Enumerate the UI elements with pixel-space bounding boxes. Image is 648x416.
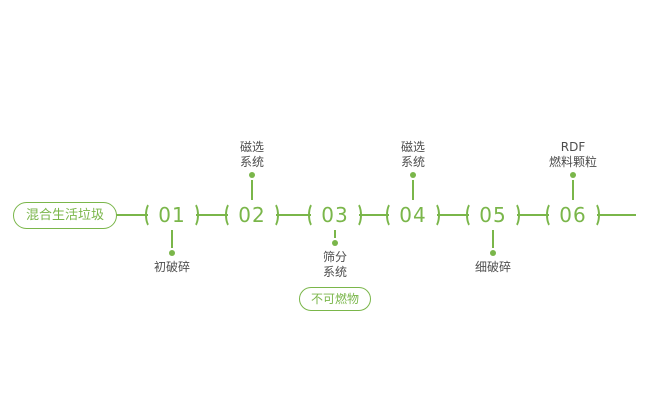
node-arc-left-icon xyxy=(225,202,237,228)
timeline-node-05: 05 细破碎 xyxy=(466,200,520,274)
node-arc-right-icon xyxy=(187,202,199,228)
node-arc-right-icon xyxy=(267,202,279,228)
node-label: 初破碎 xyxy=(154,260,190,275)
node-arc-left-icon xyxy=(546,202,558,228)
node-label-line: 磁选 xyxy=(400,140,426,154)
connector-dot-icon xyxy=(570,172,576,178)
node-label-line: 细破碎 xyxy=(474,260,512,274)
node-arc-left-icon xyxy=(308,202,320,228)
node-label: 磁选 系统 xyxy=(240,140,264,170)
node-arc-right-icon xyxy=(508,202,520,228)
node-label-line: RDF xyxy=(560,140,586,154)
connector-dot-icon xyxy=(249,172,255,178)
connector-dot-icon xyxy=(410,172,416,178)
node-label: 细破碎 xyxy=(475,260,511,275)
connector-dot-icon xyxy=(490,250,496,256)
timeline-node-01: 01 初破碎 xyxy=(145,200,199,274)
node-label: RDF 燃料颗粒 xyxy=(549,140,597,170)
start-badge: 混合生活垃圾 xyxy=(13,202,118,229)
connector-dot-icon xyxy=(332,240,338,246)
node-label-line: 系统 xyxy=(322,265,348,279)
noncombustible-badge: 不可燃物 xyxy=(298,287,372,311)
node-label-line: 系统 xyxy=(239,155,265,169)
connector-stem xyxy=(572,180,574,200)
node-number: 02 xyxy=(238,203,266,227)
node-label-line: 系统 xyxy=(400,155,426,169)
node-arc-left-icon xyxy=(386,202,398,228)
node-number: 03 xyxy=(321,203,349,227)
node-label-line: 初破碎 xyxy=(153,260,191,274)
node-number: 05 xyxy=(479,203,507,227)
node-label-line: 燃料颗粒 xyxy=(548,155,598,169)
node-arc-right-icon xyxy=(428,202,440,228)
timeline-node-04: 04 磁选 系统 xyxy=(386,140,440,230)
timeline-node-03: 03 筛分 系统 不可燃物 xyxy=(298,200,372,311)
connector-dot-icon xyxy=(169,250,175,256)
timeline-line xyxy=(112,214,636,216)
node-arc-right-icon xyxy=(588,202,600,228)
node-label: 筛分 系统 不可燃物 xyxy=(298,250,372,311)
timeline-node-02: 02 磁选 系统 xyxy=(225,140,279,230)
connector-stem xyxy=(412,180,414,200)
node-arc-left-icon xyxy=(145,202,157,228)
connector-stem xyxy=(171,230,173,248)
connector-stem xyxy=(334,230,336,238)
node-number: 01 xyxy=(158,203,186,227)
node-label-line: 磁选 xyxy=(239,140,265,154)
node-arc-right-icon xyxy=(350,202,362,228)
timeline-node-06: 06 RDF 燃料颗粒 xyxy=(546,140,600,230)
connector-stem xyxy=(492,230,494,248)
node-number: 06 xyxy=(559,203,587,227)
node-label-line: 筛分 xyxy=(322,250,348,264)
connector-stem xyxy=(251,180,253,200)
node-arc-left-icon xyxy=(466,202,478,228)
node-label: 磁选 系统 xyxy=(401,140,425,170)
node-number: 04 xyxy=(399,203,427,227)
